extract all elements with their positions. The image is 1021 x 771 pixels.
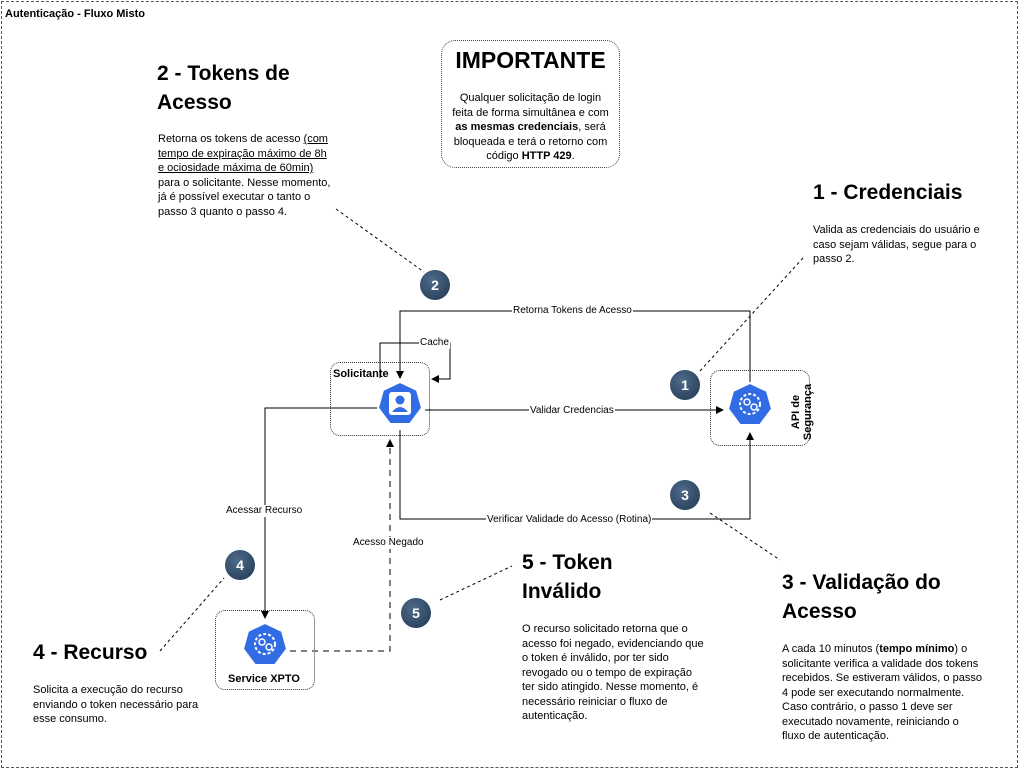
service-label: Service XPTO — [228, 673, 300, 685]
edge-acessar-recurso — [261, 407, 378, 619]
edge-label-acesso-negado: Acesso Negado — [352, 537, 425, 549]
section-title-validacao: 3 - Validação do Acesso — [782, 571, 941, 623]
edge-cache — [379, 342, 451, 383]
edge-acesso-negado — [290, 439, 394, 652]
important-box: IMPORTANTE Qualquer solicitação de login… — [441, 40, 620, 168]
edge-label-cache: Cache — [419, 337, 450, 349]
edge-retorna-tokens — [396, 310, 751, 383]
leader-5 — [439, 565, 513, 601]
edge-label-retorna-tokens: Retorna Tokens de Acesso — [512, 305, 633, 317]
step-circle-1: 1 — [670, 370, 700, 400]
leader-3 — [709, 512, 781, 561]
step-circle-2: 2 — [420, 270, 450, 300]
api-node[interactable] — [710, 370, 810, 446]
section-text-token-invalido: O recurso solicitado retorna que o acess… — [522, 623, 704, 722]
edge-label-verificar: Verificar Validade do Acesso (Rotina) — [486, 514, 653, 526]
step-circle-4: 4 — [225, 550, 255, 580]
service-node[interactable] — [215, 610, 315, 690]
leader-2 — [335, 208, 425, 273]
section-title-credenciais: 1 - Credenciais — [813, 181, 963, 204]
solicitante-label: Solicitante — [333, 368, 389, 380]
edge-label-acessar-recurso: Acessar Recurso — [225, 505, 304, 517]
step-circle-3: 3 — [670, 480, 700, 510]
leader-4 — [159, 577, 225, 652]
step-circle-5: 5 — [401, 598, 431, 628]
section-title-tokens: 2 - Tokens de Acesso — [157, 62, 290, 114]
api-label: API de Segurança — [790, 383, 814, 441]
service-gear-icon — [242, 622, 288, 666]
section-text-recurso: Solicita a execução do recurso enviando … — [33, 684, 199, 725]
section-title-recurso: 4 - Recurso — [33, 641, 148, 664]
section-text-validacao: A cada 10 minutos (tempo mínimo) o solic… — [782, 643, 982, 742]
edge-label-validar: Validar Credencias — [529, 405, 615, 417]
section-text-credenciais: Valida as credenciais do usuário e caso … — [813, 224, 980, 265]
gear-icon — [727, 382, 773, 426]
section-text-tokens: Retorna os tokens de acesso (com tempo d… — [158, 133, 331, 218]
important-text: Qualquer solicitação de login feita de f… — [452, 92, 609, 162]
section-title-token-invalido: 5 - Token Inválido — [522, 551, 613, 603]
edge-verificar — [399, 430, 754, 520]
leader-1 — [699, 257, 804, 372]
important-title: IMPORTANTE — [455, 47, 606, 73]
user-icon — [377, 381, 423, 425]
solicitante-node[interactable] — [330, 362, 430, 436]
frame-title: Autenticação - Fluxo Misto — [5, 8, 145, 20]
